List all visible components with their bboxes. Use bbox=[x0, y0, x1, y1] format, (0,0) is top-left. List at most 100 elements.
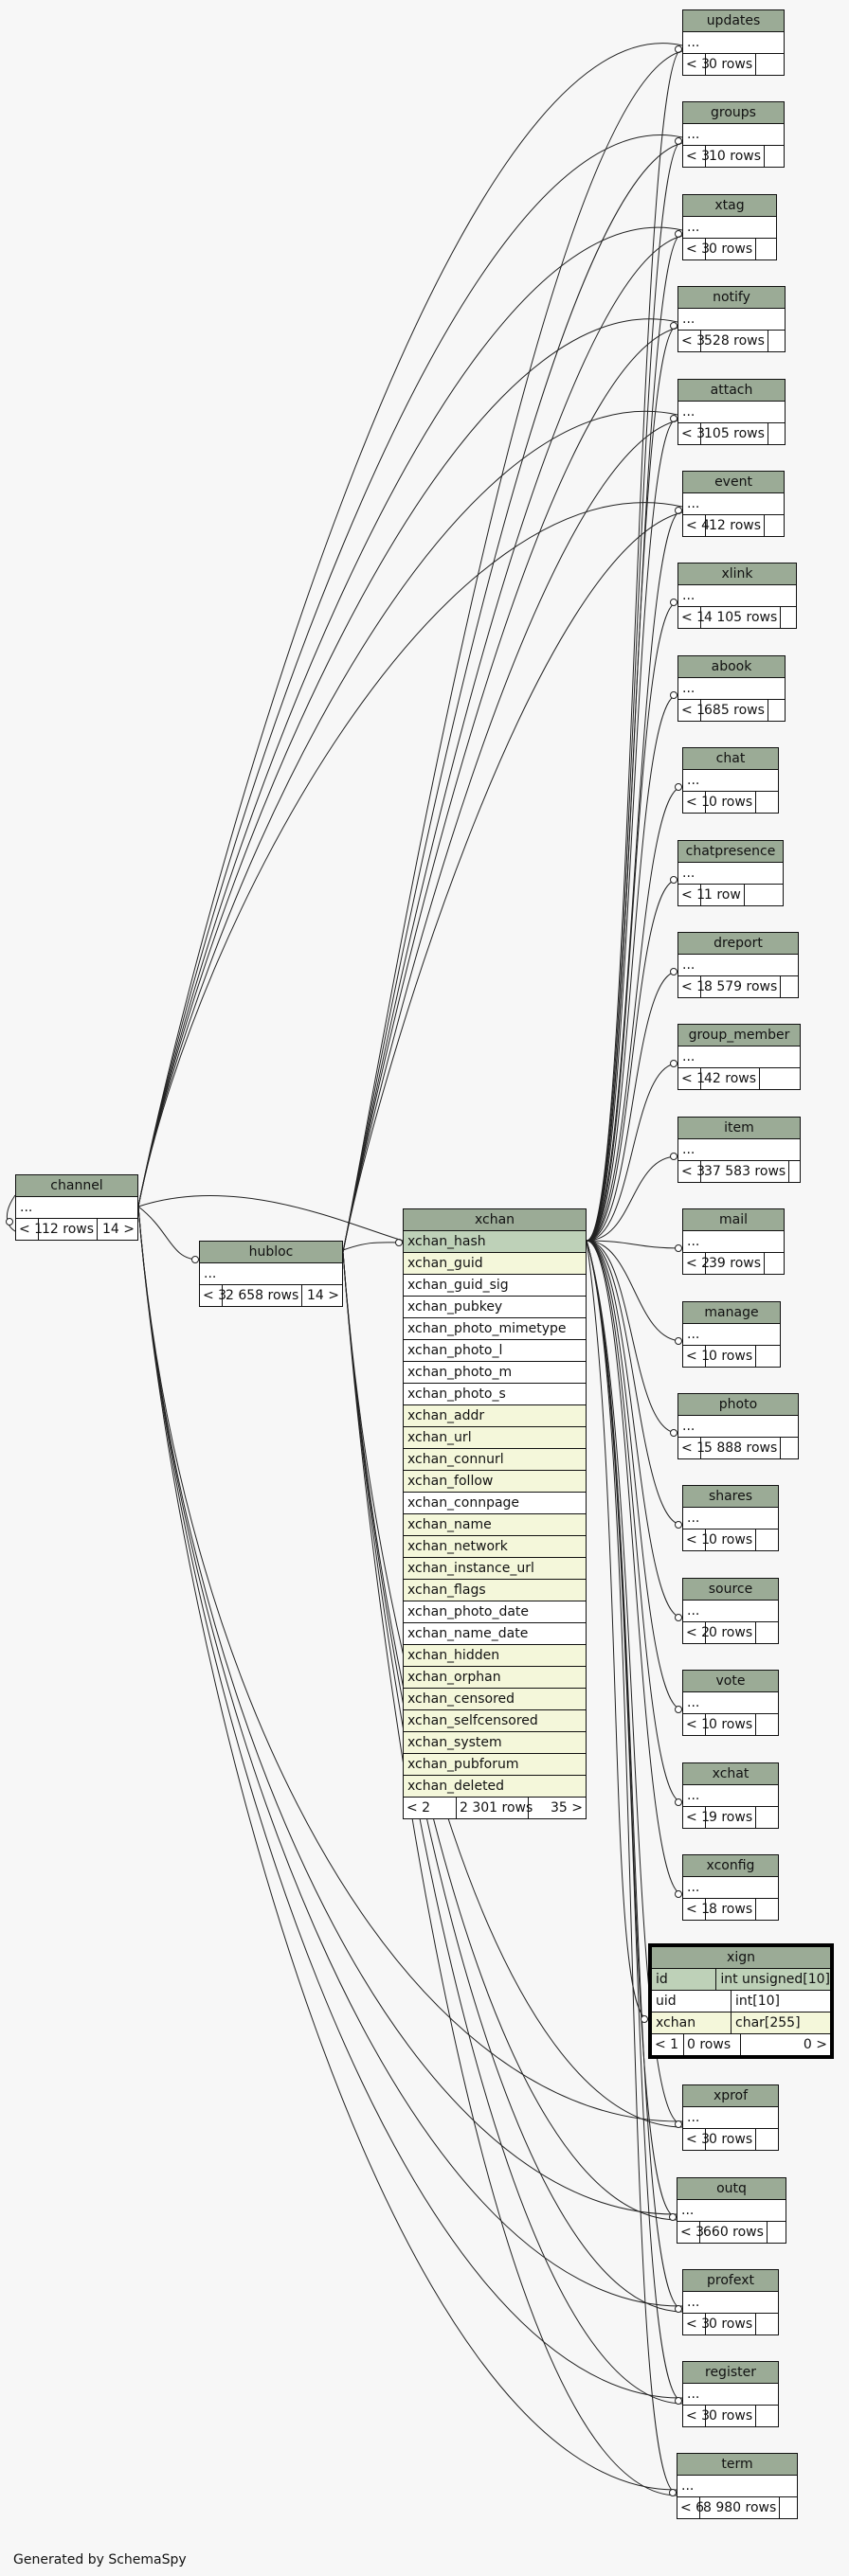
column-ellipsis: ... bbox=[678, 1416, 798, 1438]
parents-count: < 3 bbox=[678, 423, 705, 444]
table-name: register bbox=[683, 2362, 778, 2384]
relation-channel-0 bbox=[137, 43, 683, 1208]
table-name: mail bbox=[683, 1209, 784, 1231]
crows-foot-marker bbox=[670, 1153, 677, 1160]
parents-count: < 3 bbox=[683, 239, 710, 259]
row-count: 0 rows bbox=[706, 2129, 757, 2150]
table-name: term bbox=[677, 2454, 797, 2476]
crows-foot-marker bbox=[670, 876, 677, 884]
column-xchan-photo-l: xchan_photo_l bbox=[404, 1340, 586, 1362]
footer-spacer bbox=[756, 2314, 778, 2334]
relation-hubloc-5 bbox=[342, 511, 683, 1253]
table-name: xchan bbox=[404, 1209, 586, 1231]
row-count: 8 579 rows bbox=[701, 976, 782, 997]
row-count: 528 rows bbox=[701, 331, 768, 351]
crows-foot-marker bbox=[675, 230, 682, 238]
column-xchan-flags: xchan_flags bbox=[404, 1580, 586, 1601]
relation-channel-5 bbox=[137, 502, 683, 1208]
table-name: xtag bbox=[683, 195, 776, 217]
crows-foot-marker bbox=[670, 1060, 677, 1067]
table-name: updates bbox=[683, 10, 784, 32]
relation-xchan-15 bbox=[586, 1240, 678, 1434]
table-name: manage bbox=[683, 1302, 780, 1324]
parents-count: < 3 bbox=[683, 2129, 710, 2150]
column-xchan-follow: xchan_follow bbox=[404, 1471, 586, 1493]
parents-count: < 3 bbox=[200, 1285, 226, 1306]
table-name: attach bbox=[678, 380, 785, 402]
crows-foot-marker bbox=[670, 599, 677, 606]
row-count: 2 301 rows bbox=[457, 1798, 533, 1818]
crows-foot-marker bbox=[675, 1890, 682, 1898]
table-name: photo bbox=[678, 1394, 798, 1416]
column-xchan-photo-mimetype: xchan_photo_mimetype bbox=[404, 1318, 586, 1340]
column-xchan-guid-sig: xchan_guid_sig bbox=[404, 1275, 586, 1297]
column-ellipsis: ... bbox=[678, 678, 785, 700]
parents-count: < 1 bbox=[678, 885, 705, 905]
column-xchan-addr: xchan_addr bbox=[404, 1405, 586, 1427]
relation-xchan-13 bbox=[586, 1240, 683, 1249]
table-name: xchat bbox=[683, 1763, 778, 1785]
row-count: 0 rows bbox=[706, 1530, 757, 1550]
parents-count: < 6 bbox=[677, 2497, 704, 2518]
table-name: channel bbox=[16, 1175, 137, 1197]
crows-foot-marker bbox=[675, 1614, 682, 1621]
column-ellipsis: ... bbox=[678, 402, 785, 423]
column-xchan-selfcensored: xchan_selfcensored bbox=[404, 1710, 586, 1732]
row-count: 1 row bbox=[701, 885, 745, 905]
table-name: event bbox=[683, 472, 784, 493]
column-ellipsis: ... bbox=[678, 1139, 800, 1161]
footer-spacer bbox=[765, 515, 784, 536]
relation-hubloc-1 bbox=[342, 142, 683, 1253]
relation-xchan-bottom-4 bbox=[586, 1240, 677, 2494]
row-count: 10 rows bbox=[706, 146, 766, 167]
crows-foot-marker bbox=[675, 1244, 682, 1252]
relation-hubloc-3 bbox=[342, 327, 678, 1253]
row-count: 2 658 rows bbox=[223, 1285, 303, 1306]
column-ellipsis: ... bbox=[683, 770, 778, 792]
footer-spacer bbox=[789, 1161, 800, 1182]
relation-xchan-bottom-2 bbox=[586, 1240, 683, 2310]
footer-spacer bbox=[768, 331, 785, 351]
column-ellipsis: ... bbox=[683, 1324, 780, 1346]
row-count: 0 rows bbox=[706, 54, 757, 75]
row-count: 0 rows bbox=[684, 2034, 741, 2055]
column-xchan-hidden: xchan_hidden bbox=[404, 1645, 586, 1667]
